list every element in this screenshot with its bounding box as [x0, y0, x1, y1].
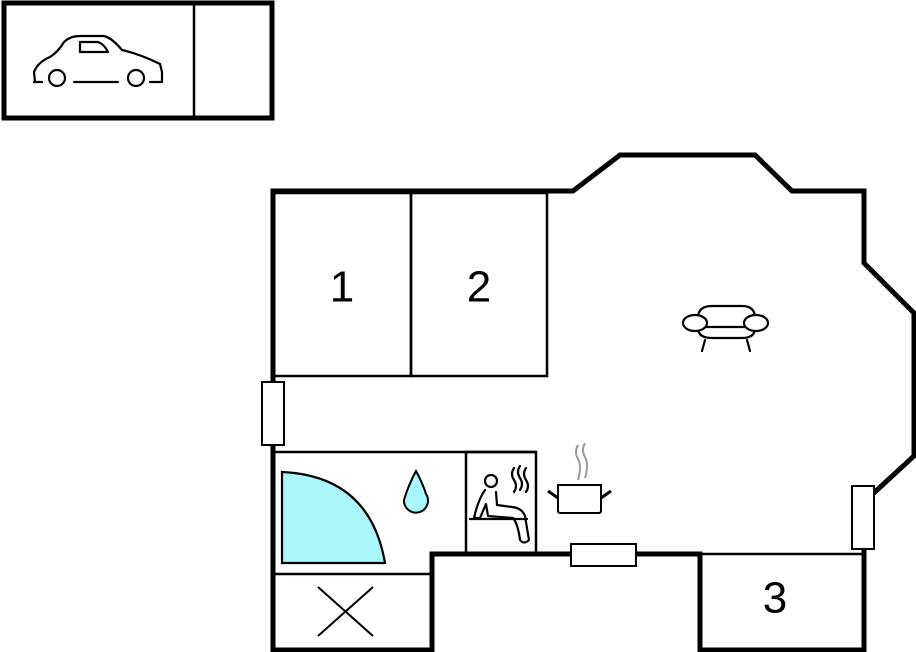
bedroom-1: 1 — [271, 191, 413, 378]
bedroom-2-outline — [409, 191, 549, 378]
kitchen — [547, 442, 612, 514]
window-east — [851, 485, 875, 550]
bedroom-3: 3 — [700, 552, 864, 623]
water-drop-icon — [402, 468, 429, 514]
bedroom-3-label: 3 — [763, 574, 787, 623]
exterior-wall-south-west — [270, 551, 867, 652]
sauna — [464, 450, 538, 555]
garage-outline — [1, 0, 275, 121]
car-icon — [32, 34, 164, 88]
sauna-outline — [464, 450, 538, 555]
bedroom-2: 2 — [409, 191, 549, 378]
exterior-wall — [270, 152, 916, 552]
utility — [317, 586, 374, 637]
sauna-icon — [468, 464, 531, 544]
cooking-pot-icon — [547, 442, 612, 514]
window-west — [261, 381, 285, 446]
bathroom — [273, 450, 536, 576]
living-room — [681, 304, 770, 353]
sofa-icon — [681, 304, 770, 353]
garage — [1, 0, 275, 121]
cross-icon — [317, 586, 374, 637]
bedroom-1-label: 1 — [330, 263, 354, 312]
window-south — [570, 543, 637, 567]
shower-icon — [280, 470, 387, 565]
bedroom-2-label: 2 — [467, 263, 491, 312]
